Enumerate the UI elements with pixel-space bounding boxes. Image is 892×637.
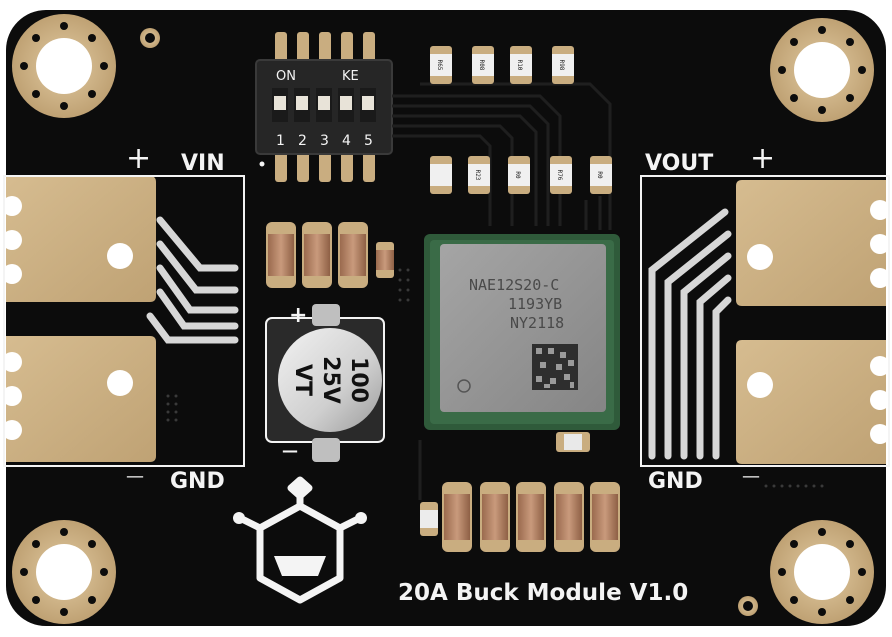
resistor-label: R76 bbox=[556, 170, 563, 181]
resistor-r65: R65 bbox=[430, 46, 452, 84]
resistor-row-top: R65 R08 R10 R98 bbox=[430, 46, 574, 84]
vin-minus-sign: — bbox=[126, 466, 144, 487]
gnd-left-label: GND bbox=[170, 469, 225, 494]
vout-plus-sign: + bbox=[750, 141, 775, 176]
dip-position-1: 1 bbox=[276, 133, 285, 149]
electrolytic-capacitor bbox=[265, 304, 385, 462]
dip-position-5: 5 bbox=[364, 133, 373, 149]
gnd-right-label: GND bbox=[648, 469, 703, 494]
dip-position-3: 3 bbox=[320, 133, 329, 149]
vout-outline bbox=[640, 175, 890, 467]
dip-ke-label: KE bbox=[342, 69, 359, 84]
board-title: 20A Buck Module V1.0 bbox=[398, 580, 688, 606]
brand-logo bbox=[233, 476, 367, 604]
capacitor-value: 100 bbox=[346, 357, 371, 403]
capacitor-minus: — bbox=[282, 441, 298, 460]
vout-label: VOUT bbox=[645, 151, 713, 176]
capacitor-voltage: 25V bbox=[318, 356, 343, 404]
vin-gnd-pad bbox=[2, 336, 156, 462]
resistor-label: R0 bbox=[514, 171, 521, 179]
dip-position-2: 2 bbox=[298, 133, 307, 149]
resistor-r08: R08 bbox=[472, 46, 494, 84]
dip-switch[interactable] bbox=[255, 32, 393, 182]
vout-plus-pad bbox=[736, 180, 890, 306]
resistor-label: R08 bbox=[478, 60, 485, 71]
resistor-label: R98 bbox=[558, 60, 565, 71]
module-lot-code: NY2118 bbox=[510, 314, 564, 332]
vout-minus-sign: — bbox=[742, 466, 760, 487]
capacitor-plus: + bbox=[289, 303, 307, 328]
ceramic-caps-left bbox=[266, 222, 394, 288]
resistor-label: R10 bbox=[516, 60, 523, 71]
resistor-label: R0 bbox=[596, 171, 603, 179]
dip-position-4: 4 bbox=[342, 133, 351, 149]
vout-traces bbox=[648, 208, 732, 460]
resistor-label: R23 bbox=[474, 170, 481, 181]
resistor-r98: R98 bbox=[552, 46, 574, 84]
module-date-code: 1193YB bbox=[508, 295, 562, 313]
vin-plus-pad bbox=[2, 176, 156, 302]
resistor-r10: R10 bbox=[510, 46, 532, 84]
dip-on-label: ON bbox=[276, 69, 296, 84]
module-part-number: NAE12S20-C bbox=[469, 276, 559, 294]
vin-traces bbox=[146, 216, 239, 344]
vin-plus-sign: + bbox=[126, 141, 151, 176]
resistor-row-middle: R23 R0 R76 R0 bbox=[430, 156, 612, 194]
power-module bbox=[424, 234, 620, 430]
capacitor-series: VT bbox=[290, 364, 315, 396]
vin-outline bbox=[3, 175, 245, 467]
resistor-label: R65 bbox=[436, 60, 443, 71]
vin-label: VIN bbox=[181, 151, 225, 176]
vout-gnd-pad bbox=[736, 340, 890, 464]
ceramic-caps-bottom bbox=[420, 482, 620, 552]
